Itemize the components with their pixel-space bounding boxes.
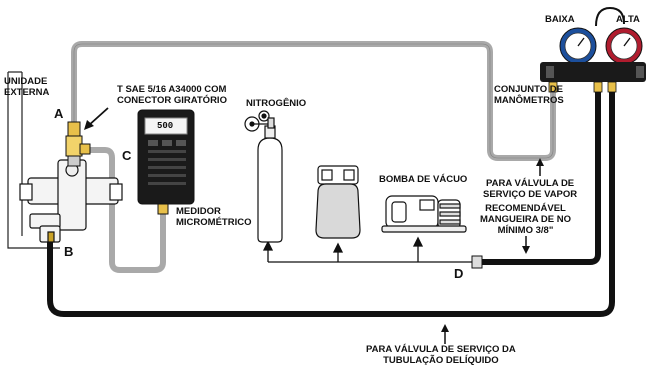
high-side-label: ALTA bbox=[616, 14, 640, 25]
vapor-service-label: PARA VÁLVULA DE SERVIÇO DE VAPOR bbox=[483, 178, 578, 200]
d-fitting bbox=[471, 255, 483, 269]
point-d: D bbox=[454, 266, 464, 281]
low-side-label: BAIXA bbox=[545, 14, 575, 25]
point-c: C bbox=[122, 148, 132, 163]
nitrogen-tank bbox=[244, 110, 283, 243]
outdoor-unit bbox=[7, 71, 60, 249]
gauge-reading: 500 bbox=[157, 121, 174, 131]
point-a: A bbox=[54, 106, 64, 121]
nitrogen-label: NITROGÊNIO bbox=[246, 98, 307, 109]
vacuum-pump bbox=[381, 195, 467, 233]
gauge-hose bbox=[85, 147, 166, 273]
vacuum-hose bbox=[477, 89, 601, 265]
liquid-service-label: PARA VÁLVULA DE SERVIÇO DA TUBULAÇÃO DEL… bbox=[366, 344, 516, 366]
manifold-label: CONJUNTO DE MANÔMETROS bbox=[494, 84, 564, 106]
liquid-hose bbox=[47, 89, 615, 317]
micron-gauge-label: MEDIDOR MICROMÉTRICO bbox=[176, 206, 252, 228]
connection-line bbox=[262, 236, 478, 263]
outdoor-unit-label: UNIDADE EXTERNA bbox=[4, 76, 50, 98]
vapor-arrow bbox=[536, 158, 544, 176]
tee-fitting bbox=[65, 121, 91, 167]
recovery-cylinder bbox=[315, 165, 361, 239]
hose-arrow bbox=[522, 236, 530, 254]
manifold-gauges bbox=[540, 6, 646, 93]
micron-gauge bbox=[137, 109, 195, 215]
tee-fitting-label: T SAE 5/16 A34000 COM CONECTOR GIRATÓRIO bbox=[117, 84, 227, 106]
tee-arrow bbox=[84, 107, 109, 130]
vacuum-pump-label: BOMBA DE VÁCUO bbox=[379, 174, 468, 185]
service-valve-assembly bbox=[19, 159, 123, 243]
liquid-arrow bbox=[441, 324, 449, 344]
point-b: B bbox=[64, 244, 74, 259]
hose-recommendation-label: RECOMENDÁVEL MANGUEIRA DE NO MÍNIMO 3/8" bbox=[480, 203, 571, 236]
